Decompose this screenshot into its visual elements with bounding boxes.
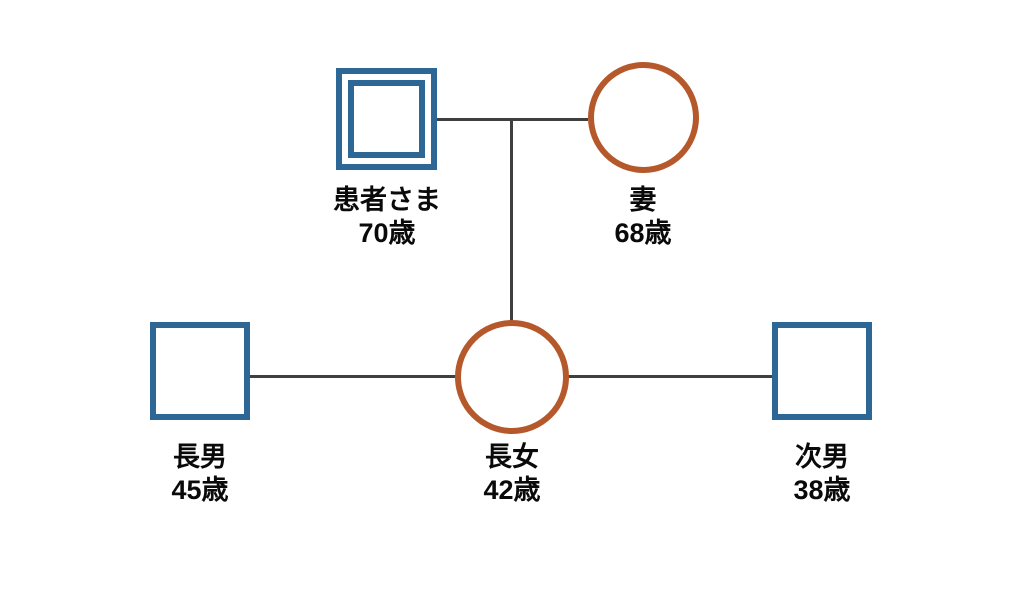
wife-circle-shape [588,62,699,173]
wife-label: 妻 68歳 [533,184,753,250]
second-son-name: 次男 [795,442,849,472]
patient-double-square-shape [336,68,437,170]
eldest-son-square-shape [150,322,250,420]
second-son-age: 38歳 [793,475,851,505]
sibling-line-right [568,375,773,378]
second-son-label: 次男 38歳 [712,441,932,507]
patient-label: 患者さま 70歳 [277,184,497,250]
descent-line [510,119,513,322]
wife-age: 68歳 [614,218,672,248]
patient-age: 70歳 [358,218,416,248]
wife-name: 妻 [629,185,657,215]
eldest-son-name: 長男 [173,442,227,472]
eldest-daughter-label: 長女 42歳 [402,441,622,507]
eldest-daughter-name: 長女 [485,442,539,472]
patient-inner-square [348,80,425,158]
eldest-daughter-age: 42歳 [483,475,541,505]
sibling-line-left [250,375,457,378]
second-son-square-shape [772,322,872,420]
eldest-son-age: 45歳 [171,475,229,505]
eldest-daughter-circle-shape [455,320,569,434]
eldest-son-label: 長男 45歳 [90,441,310,507]
patient-name: 患者さま [333,185,441,215]
